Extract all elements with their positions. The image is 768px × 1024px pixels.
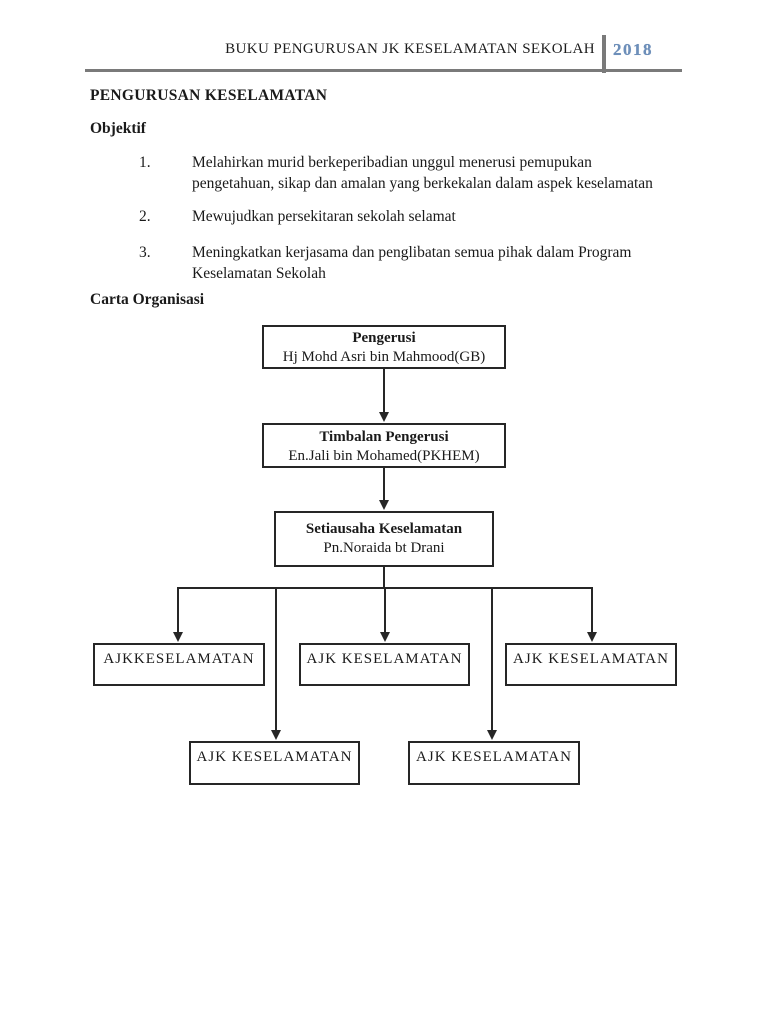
org-chart-heading: Carta Organisasi xyxy=(90,291,205,308)
org-box-ajk-2: AJK KESELAMATAN xyxy=(299,643,470,686)
org-box-ajk-1: AJKKESELAMATAN xyxy=(93,643,265,686)
objective-number: 2. xyxy=(139,208,151,225)
org-box-name: Hj Mohd Asri bin Mahmood(GB) xyxy=(282,349,486,365)
header-divider-bar xyxy=(602,35,606,73)
section-title: PENGURUSAN KESELAMATAN xyxy=(90,87,328,104)
org-box-pengerusi: Pengerusi Hj Mohd Asri bin Mahmood(GB) xyxy=(262,325,506,369)
org-box-name: Pn.Noraida bt Drani xyxy=(323,540,445,556)
objective-number: 3. xyxy=(139,244,151,261)
org-box-name: En.Jali bin Mohamed(PKHEM) xyxy=(288,448,480,464)
objective-text: Meningkatkan kerjasama dan penglibatan s… xyxy=(192,244,632,282)
objectives-heading: Objektif xyxy=(90,120,146,137)
org-box-title: Setiausaha Keselamatan xyxy=(305,521,463,537)
org-box-setiausaha: Setiausaha Keselamatan Pn.Noraida bt Dra… xyxy=(274,511,494,567)
org-box-title: Timbalan Pengerusi xyxy=(319,429,449,445)
objective-text: Mewujudkan persekitaran sekolah selamat xyxy=(192,208,456,225)
org-box-ajk-5: AJK KESELAMATAN xyxy=(408,741,580,785)
header-rule xyxy=(85,69,682,72)
objective-number: 1. xyxy=(139,154,151,171)
org-box-title: Pengerusi xyxy=(352,330,416,346)
header-year: 2018 xyxy=(613,40,653,59)
objective-text: Melahirkan murid berkeperibadian unggul … xyxy=(192,154,653,192)
page-header-title: BUKU PENGURUSAN JK KESELAMATAN SEKOLAH xyxy=(225,41,595,57)
org-box-ajk-4: AJK KESELAMATAN xyxy=(189,741,360,785)
org-box-timbalan-pengerusi: Timbalan Pengerusi En.Jali bin Mohamed(P… xyxy=(262,423,506,468)
org-box-ajk-3: AJK KESELAMATAN xyxy=(505,643,677,686)
